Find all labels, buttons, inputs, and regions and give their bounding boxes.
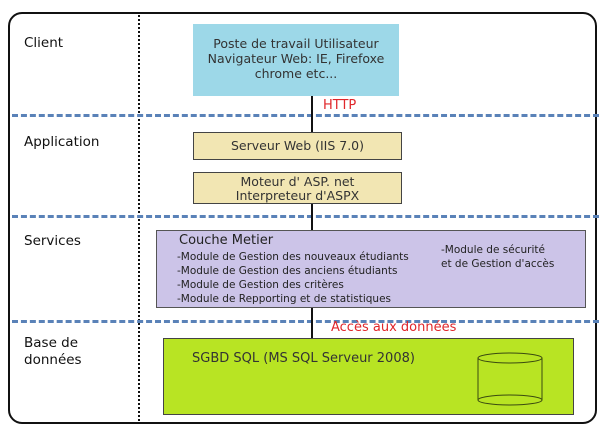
layer-label-services: Services (24, 233, 81, 249)
asp-engine-box: Moteur d' ASP. net Interpreteur d'ASPX (193, 172, 402, 204)
module-item: -Module de Gestion des anciens étudiants (177, 265, 398, 277)
security-module-line2: et de Gestion d'accès (441, 258, 555, 270)
security-module: -Module de sécurité et de Gestion d'accè… (441, 243, 554, 271)
diagram-frame (8, 12, 597, 424)
module-item: -Module de Gestion des critères (177, 279, 344, 291)
asp-line2: Interpreteur d'ASPX (235, 188, 360, 203)
separator-application-services (12, 215, 599, 218)
client-workstation-box: Poste de travail Utilisateur Navigateur … (193, 24, 399, 96)
business-modules-list: -Module de Gestion des nouveaux étudiant… (177, 250, 409, 306)
client-line: chrome etc... (254, 66, 338, 81)
connector-asp-metier (311, 196, 313, 230)
module-item: -Module de Gestion des nouveaux étudiant… (177, 251, 409, 263)
security-module-line1: -Module de sécurité (441, 244, 545, 256)
data-access-label: Accès aux données (331, 320, 457, 335)
layer-label-client: Client (24, 35, 64, 51)
business-layer-box: Couche Metier -Module de Gestion des nou… (156, 230, 586, 308)
layer-label-database-line1: Base de (24, 335, 79, 351)
web-server-box: Serveur Web (IIS 7.0) (193, 132, 402, 160)
layer-label-database: Base de données (24, 335, 82, 369)
database-cylinder-icon (477, 352, 543, 406)
client-line: Poste de travail Utilisateur (213, 36, 379, 51)
client-line: Navigateur Web: IE, Firefoxe (207, 51, 385, 66)
layer-label-database-line2: données (24, 352, 82, 368)
separator-services-database (12, 320, 599, 323)
business-layer-title: Couche Metier (179, 233, 274, 248)
connector-client-web (311, 96, 313, 132)
connector-metier-db (311, 308, 313, 338)
separator-client-application (12, 114, 599, 117)
module-item: -Module de Repporting et de statistiques (177, 293, 392, 305)
asp-line1: Moteur d' ASP. net (240, 174, 355, 189)
database-title: SGBD SQL (MS SQL Serveur 2008) (192, 351, 415, 366)
label-column-divider (138, 12, 140, 424)
layer-label-application: Application (24, 134, 100, 150)
protocol-http-label: HTTP (323, 98, 357, 113)
